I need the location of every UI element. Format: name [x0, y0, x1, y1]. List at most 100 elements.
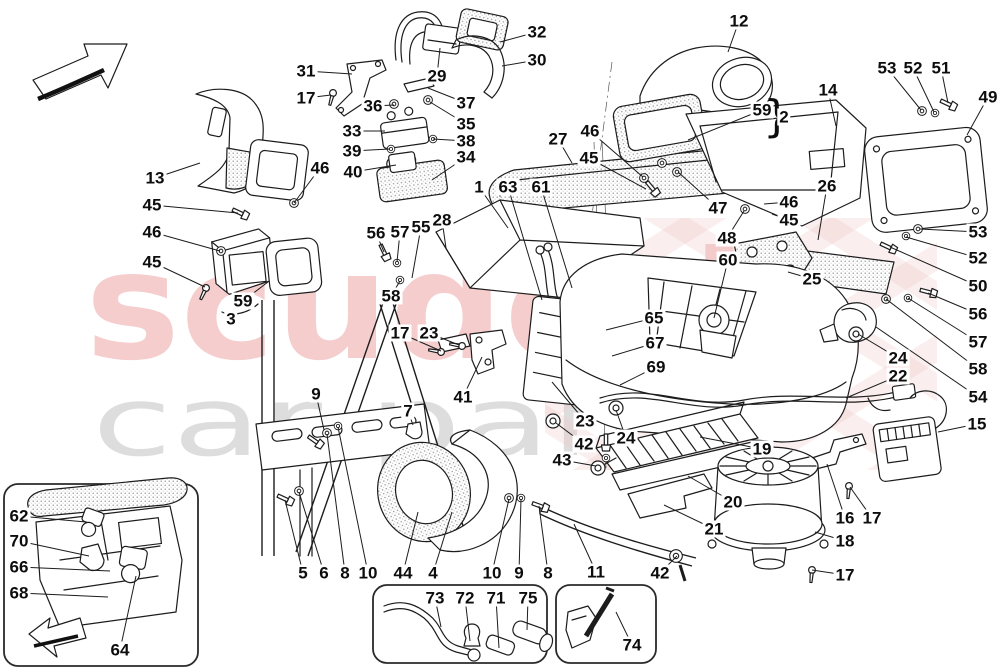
callout-42-40: 42	[572, 434, 596, 454]
callout-58-63: 58	[966, 359, 990, 379]
part-collar-44	[377, 441, 471, 543]
callout-57-21: 57	[388, 222, 412, 242]
callout-40-11: 40	[341, 162, 365, 182]
callout-46-53: 46	[777, 192, 801, 212]
part-panel-14	[685, 99, 867, 227]
callout-41-27: 41	[451, 387, 475, 407]
callout-25-57: 25	[800, 269, 824, 289]
callout-30-1: 30	[525, 50, 549, 70]
callout-56-20: 56	[364, 223, 388, 243]
callout-49-50: 49	[976, 87, 1000, 107]
callout-28-23: 28	[430, 210, 454, 230]
callout-50-60: 50	[966, 276, 990, 296]
callout-46-16: 46	[140, 222, 164, 242]
callout-71-88: 71	[484, 588, 508, 608]
callout-52-59: 52	[966, 248, 990, 268]
callout-60-56: 60	[716, 250, 740, 270]
callout-36-5: 36	[361, 96, 385, 116]
callout-17-3: 17	[294, 88, 318, 108]
callout-75-89: 75	[516, 588, 540, 608]
callout-38-10: 38	[454, 131, 478, 151]
callout-55-22: 55	[409, 217, 433, 237]
callout-1-31: 1	[472, 177, 486, 197]
callout-74-90: 74	[620, 635, 644, 655]
callout-52-48: 52	[901, 58, 925, 78]
callout-4-82: 4	[426, 563, 440, 583]
callout-8-85: 8	[541, 563, 555, 583]
callout-45-17: 45	[140, 252, 164, 272]
inset-box-unit	[3, 477, 199, 667]
callout-23-26: 23	[417, 323, 441, 343]
callout-22-66: 22	[886, 366, 910, 386]
part-pipes-29	[394, 11, 462, 65]
callout-9-28: 9	[309, 384, 323, 404]
callout-67-37: 67	[643, 333, 667, 353]
part-tube-30	[451, 35, 505, 99]
callout-14-46: 14	[816, 80, 840, 100]
callout-57-62: 57	[966, 332, 990, 352]
callout-8-79: 8	[338, 563, 352, 583]
callout-17-72: 17	[860, 508, 884, 528]
callout-53-58: 53	[966, 222, 990, 242]
part-duct-12	[612, 45, 773, 163]
callout-13-13: 13	[143, 168, 167, 188]
callout-20-69: 20	[721, 492, 745, 512]
part-radiator-19	[595, 401, 759, 473]
direction-arrow-top-left	[32, 43, 128, 102]
callout-54-64: 54	[966, 387, 990, 407]
callout-45-15: 45	[140, 195, 164, 215]
callout-70-92: 70	[7, 531, 31, 551]
callout-59-18: 59	[231, 291, 255, 311]
part-harness-22	[599, 383, 917, 412]
callout-15-67: 15	[965, 414, 989, 434]
callout-66-93: 66	[7, 557, 31, 577]
callout-47-52: 47	[706, 198, 730, 218]
part-blower-18	[707, 446, 829, 570]
callout-32-0: 32	[525, 22, 549, 42]
callout-11-75: 11	[585, 562, 607, 582]
callout-29-4: 29	[425, 66, 449, 86]
part-flange-49	[864, 126, 988, 233]
callout-35-8: 35	[454, 114, 478, 134]
callout-27-30: 27	[546, 129, 570, 149]
callout-56-61: 56	[966, 304, 990, 324]
callout-10-83: 10	[480, 563, 504, 583]
callout-26-51: 26	[815, 176, 839, 196]
callout-17-74: 17	[833, 565, 857, 585]
callout-61-33: 61	[529, 177, 553, 197]
part-ecu-harness	[909, 390, 947, 429]
callout-21-70: 21	[702, 519, 726, 539]
callout-73-86: 73	[423, 588, 447, 608]
callout-69-38: 69	[644, 357, 668, 377]
callout-72-87: 72	[453, 588, 477, 608]
callout-63-32: 63	[496, 177, 520, 197]
callout-24-42: 24	[614, 428, 638, 448]
part-duct-13	[195, 88, 309, 202]
callout-23-39: 23	[573, 411, 597, 431]
callout-10-80: 10	[356, 563, 380, 583]
callout-7-29: 7	[401, 401, 415, 421]
callout-46-14: 46	[308, 158, 332, 178]
callout-5-77: 5	[296, 563, 310, 583]
leader-lines	[18, 20, 989, 651]
callout-43-41: 43	[550, 450, 574, 470]
callout-68-94: 68	[7, 583, 31, 603]
part-ecu-15	[872, 416, 942, 482]
callout-64-95: 64	[108, 640, 132, 660]
callout-39-9: 39	[340, 141, 364, 161]
part-boot-54	[819, 302, 877, 343]
direction-arrow-inset	[28, 617, 87, 658]
callout-58-24: 58	[379, 286, 403, 306]
fasteners	[197, 88, 959, 584]
part-frame-59	[265, 237, 323, 296]
part-gasket-32	[455, 8, 509, 51]
part-bracket-21	[627, 473, 713, 519]
callout-18-73: 18	[833, 531, 857, 551]
part-clip-7	[405, 421, 423, 440]
callout-65-36: 65	[642, 308, 666, 328]
callout-24-65: 24	[886, 348, 910, 368]
callout-31-2: 31	[294, 61, 318, 81]
callout-2-45: 2	[777, 107, 791, 127]
callout-33-7: 33	[340, 121, 364, 141]
